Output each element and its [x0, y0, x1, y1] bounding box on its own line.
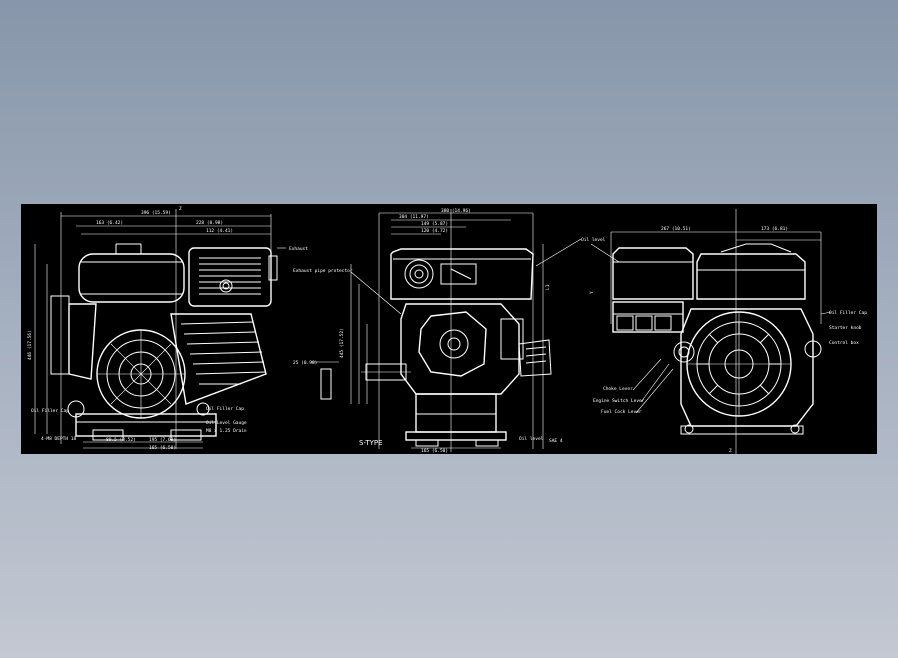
svg-text:149 (5.87): 149 (5.87): [421, 221, 448, 227]
svg-text:Oil Filler Cap: Oil Filler Cap: [206, 406, 244, 412]
svg-text:25 (0.98): 25 (0.98): [293, 360, 317, 366]
svg-text:Choke Lever: Choke Lever: [603, 386, 633, 392]
svg-text:173 (6.81): 173 (6.81): [761, 226, 788, 232]
svg-text:Control box: Control box: [829, 340, 859, 346]
svg-text:Fuel Cock Lever: Fuel Cock Lever: [601, 409, 642, 415]
svg-text:Z: Z: [729, 448, 732, 454]
svg-text:SAE 4: SAE 4: [549, 438, 563, 444]
svg-text:112 (4.41): 112 (4.41): [206, 228, 233, 234]
left-side-view: 396 (15.59) 163 (6.42) 228 (8.98) 112 (4…: [27, 206, 308, 451]
svg-text:163 (6.42): 163 (6.42): [96, 220, 123, 226]
svg-text:Engine Switch Lever: Engine Switch Lever: [593, 398, 645, 404]
svg-text:89.5 (3.52): 89.5 (3.52): [106, 437, 136, 443]
svg-text:445 (17.52): 445 (17.52): [339, 328, 345, 358]
svg-text:4-M8 DEPTH 18: 4-M8 DEPTH 18: [41, 436, 77, 442]
svg-text:446 (17.56): 446 (17.56): [27, 330, 33, 360]
svg-text:Oil Filler Cap: Oil Filler Cap: [829, 310, 867, 316]
svg-text:195 (7.68): 195 (7.68): [149, 437, 176, 443]
svg-text:228 (8.98): 228 (8.98): [196, 220, 223, 226]
right-rear-view: 267 (10.51) 173 (6.81): [589, 209, 867, 454]
svg-text:Exhaust pipe protector: Exhaust pipe protector: [293, 268, 353, 274]
svg-text:Oil Level Gauge: Oil Level Gauge: [206, 420, 247, 426]
svg-text:Oil level: Oil level: [519, 436, 544, 442]
svg-text:Starter knob: Starter knob: [829, 325, 862, 331]
svg-text:Y: Y: [589, 291, 595, 294]
svg-text:Exhaust: Exhaust: [289, 246, 308, 252]
svg-text:L1: L1: [545, 284, 551, 290]
svg-text:267 (10.51): 267 (10.51): [661, 226, 691, 232]
svg-text:Z: Z: [179, 206, 182, 212]
svg-text:Oil level: Oil level: [581, 237, 606, 243]
svg-text:380 (14.96): 380 (14.96): [441, 208, 471, 214]
cad-drawing-sheet: 396 (15.59) 163 (6.42) 228 (8.98) 112 (4…: [21, 204, 877, 454]
svg-text:165 (6.50): 165 (6.50): [149, 445, 176, 451]
svg-text:Oil Filler Cap: Oil Filler Cap: [31, 408, 69, 414]
s-type-label: S-TYPE: [359, 439, 383, 447]
engine-drawing: 396 (15.59) 163 (6.42) 228 (8.98) 112 (4…: [27, 206, 867, 454]
svg-text:120 (4.72): 120 (4.72): [421, 228, 448, 234]
svg-text:165 (6.50): 165 (6.50): [421, 448, 448, 454]
svg-text:304 (11.97): 304 (11.97): [399, 214, 429, 220]
svg-text:M8 x 1.25 Drain: M8 x 1.25 Drain: [206, 428, 247, 434]
center-front-view: 380 (14.96) 304 (11.97) 149 (5.87) 120 (…: [293, 208, 606, 454]
svg-text:396 (15.59): 396 (15.59): [141, 210, 171, 216]
